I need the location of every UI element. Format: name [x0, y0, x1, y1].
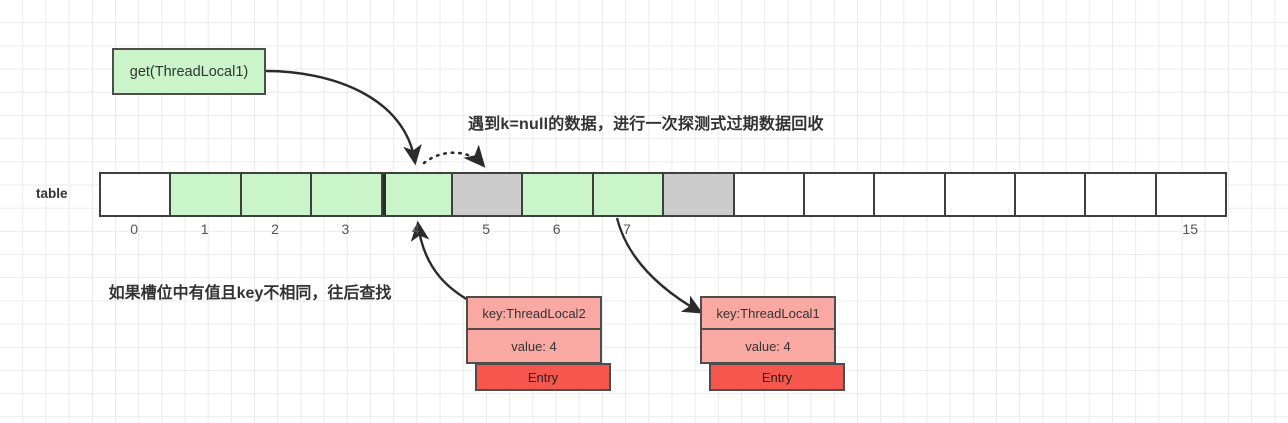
- entry-value-cell: value: 4: [700, 330, 836, 364]
- table-index-3: 3: [341, 221, 350, 237]
- table-cell-13[interactable]: [1016, 174, 1087, 215]
- table-cell-11[interactable]: [875, 174, 946, 215]
- table-cell-4[interactable]: [382, 174, 453, 215]
- entry-key-label: key:ThreadLocal2: [482, 305, 586, 321]
- table-label: table: [36, 186, 68, 201]
- table-cell-12[interactable]: [945, 174, 1017, 215]
- table-cell-3[interactable]: [312, 174, 383, 215]
- table-cell-14[interactable]: [1086, 174, 1157, 215]
- table-cell-2[interactable]: [241, 174, 313, 215]
- table-cell-9[interactable]: [734, 174, 805, 215]
- table-cell-1[interactable]: [171, 174, 242, 215]
- table-row: [99, 172, 1228, 217]
- table-index-0: 0: [130, 221, 139, 237]
- table-cell-7[interactable]: [593, 174, 665, 215]
- entry-threadlocal1[interactable]: key:ThreadLocal1 value: 4 Entry: [700, 296, 845, 391]
- table-cell-15[interactable]: [1156, 174, 1228, 215]
- table-cell-5[interactable]: [452, 174, 524, 215]
- entry-type-label: Entry: [761, 369, 793, 385]
- table-index-4: 4: [411, 221, 420, 237]
- arrow-call-to-slot4: [265, 69, 422, 166]
- entry-value-cell: value: 4: [466, 330, 602, 364]
- entry-value-label: value: 4: [511, 338, 557, 354]
- entry-key-cell: key:ThreadLocal2: [466, 296, 602, 330]
- entry-value-label: value: 4: [745, 338, 791, 354]
- get-call-box[interactable]: get(ThreadLocal1): [112, 48, 266, 95]
- table-cell-8[interactable]: [664, 174, 735, 215]
- note-linear-probe: 如果槽位中有值且key不相同，往后查找: [108, 285, 392, 302]
- table-cell-6[interactable]: [523, 174, 594, 215]
- entry-key-cell: key:ThreadLocal1: [700, 296, 836, 330]
- entry-type-label: Entry: [527, 369, 559, 385]
- table-cell-0[interactable]: [101, 174, 172, 215]
- table-index-7: 7: [623, 221, 631, 237]
- table-index-15: 15: [1182, 221, 1198, 237]
- note-probe-cleanup: 遇到k=null的数据，进行一次探测式过期数据回收: [468, 116, 824, 133]
- entry-key-label: key:ThreadLocal1: [716, 305, 820, 321]
- table-index-6: 6: [552, 221, 561, 237]
- table-index-2: 2: [271, 221, 279, 237]
- table-index-5: 5: [482, 221, 491, 237]
- table-cell-10[interactable]: [804, 174, 876, 215]
- arrow-probe-slot4-to-slot5: [422, 144, 486, 168]
- entry-threadlocal2[interactable]: key:ThreadLocal2 value: 4 Entry: [466, 296, 611, 391]
- entry-type-tag: Entry: [475, 363, 611, 391]
- get-call-label: get(ThreadLocal1): [129, 63, 249, 80]
- entry-type-tag: Entry: [709, 363, 845, 391]
- table-index-1: 1: [200, 221, 209, 237]
